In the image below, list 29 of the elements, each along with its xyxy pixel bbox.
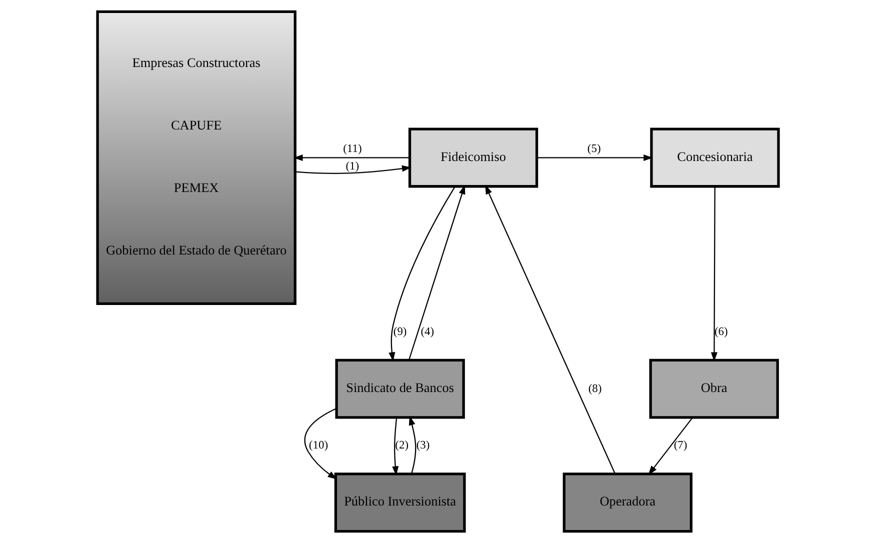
arrow: [295, 165, 412, 174]
arrow: [408, 416, 416, 474]
arrow: [485, 184, 616, 474]
arrow: [537, 154, 653, 161]
node-box: Operadora: [562, 472, 692, 533]
edge-label: (7): [674, 440, 688, 452]
node-box: Fideicomiso: [408, 128, 538, 188]
edge-label: (11): [343, 142, 362, 155]
edge-label: (2): [395, 440, 409, 452]
node-box: Sindicato de Bancos: [335, 358, 465, 419]
arrow: [388, 186, 456, 362]
node-box: Concesionaria: [650, 128, 780, 188]
edge-label: (5): [587, 142, 601, 155]
edge-label: (6): [714, 326, 728, 338]
node-box: Empresas Constructoras CAPUFE PEMEX Gobierno del Estado de Querétaro: [96, 10, 296, 306]
edge-label: (3): [416, 440, 430, 452]
edge-label: (1): [346, 160, 360, 173]
edge-label: (10): [308, 440, 328, 452]
arrow: [293, 154, 410, 161]
arrow: [392, 418, 399, 476]
node-box: Público Inversionista: [334, 472, 466, 533]
arrow: [304, 408, 338, 480]
node-box: Obra: [649, 358, 779, 419]
edge-label: (9): [393, 326, 407, 338]
arrow: [408, 184, 466, 360]
edge-label: (4): [420, 326, 434, 338]
arrow: [648, 417, 693, 476]
edge-label: (8): [588, 382, 602, 395]
arrow: [710, 186, 718, 362]
